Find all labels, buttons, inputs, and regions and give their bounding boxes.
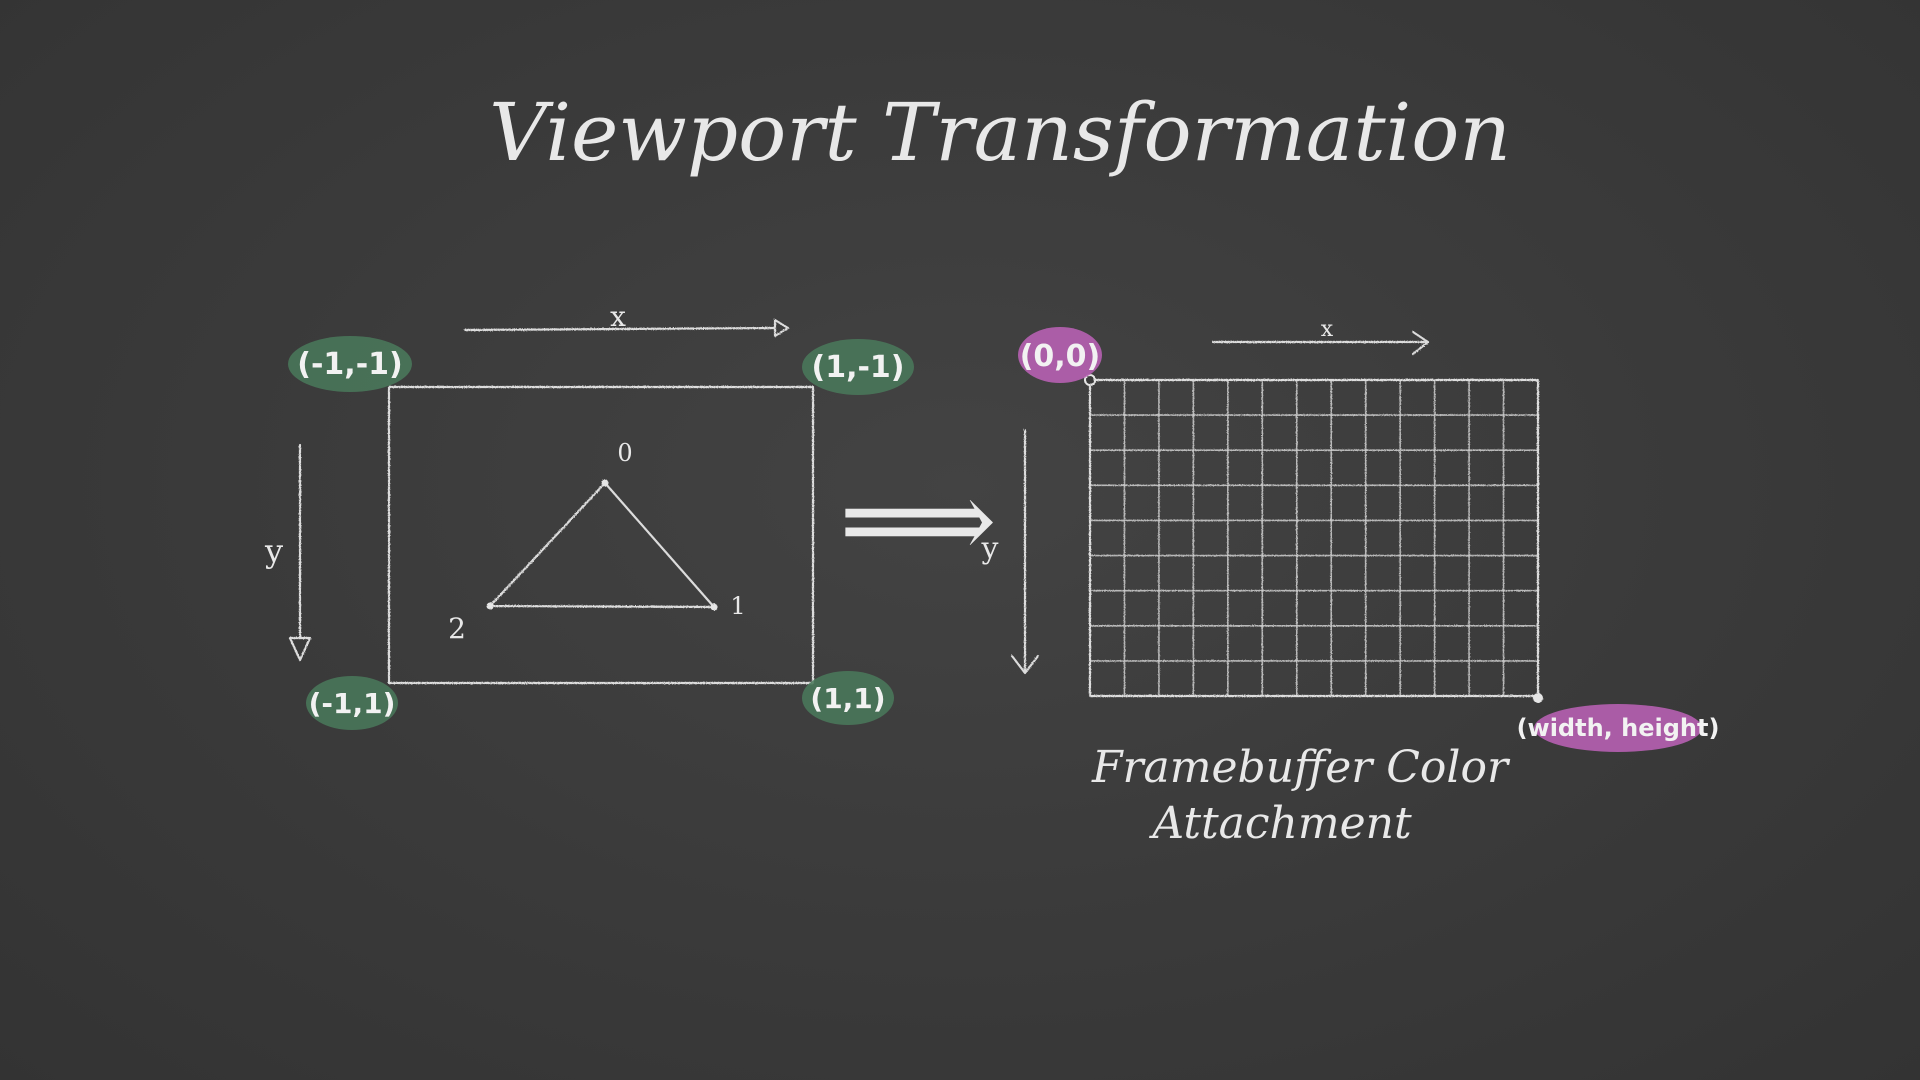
- ndc-rectangle: [387, 385, 815, 685]
- extent-label: (width, height): [1517, 714, 1720, 742]
- vertex-2-label: 2: [448, 612, 466, 645]
- ndc-diagram: [288, 318, 815, 685]
- corner-label-top-right: (1,-1): [811, 350, 904, 385]
- corner-badge-top-left: (-1,-1): [288, 336, 412, 392]
- corner-badge-bottom-left: (-1,1): [306, 676, 398, 730]
- extent-badge: (width, height): [1517, 704, 1720, 752]
- framebuffer-caption-line2: Attachment: [1148, 798, 1412, 849]
- vertex-0-label: 0: [617, 439, 632, 467]
- ndc-x-axis: [463, 326, 777, 332]
- framebuffer-y-label: y: [981, 531, 999, 566]
- origin-point: [1084, 374, 1096, 386]
- framebuffer-x-arrowhead-icon: [1411, 330, 1430, 356]
- framebuffer-border: [1088, 378, 1540, 698]
- ndc-x-arrowhead-icon: [773, 318, 790, 338]
- framebuffer-caption-line1: Framebuffer Color: [1091, 742, 1511, 793]
- vertex-1-point: [710, 603, 718, 611]
- triangle: [488, 481, 716, 609]
- origin-badge: (0,0): [1018, 327, 1102, 383]
- vertex-1-label: 1: [730, 592, 745, 620]
- framebuffer-grid: [1090, 380, 1538, 696]
- ndc-x-label: x: [610, 300, 626, 333]
- vertex-0-point: [601, 479, 609, 487]
- diagram-title: Viewport Transformation: [489, 86, 1511, 179]
- framebuffer-diagram: [1010, 330, 1543, 703]
- framebuffer-x-label: x: [1321, 317, 1334, 342]
- ndc-y-label: y: [264, 532, 283, 570]
- corner-label-bottom-left: (-1,1): [309, 687, 396, 720]
- vertex-2-point: [486, 602, 494, 610]
- origin-label: (0,0): [1020, 339, 1101, 374]
- extent-point: [1533, 693, 1543, 703]
- transform-arrow-icon: ⟹: [839, 456, 997, 584]
- corner-badge-top-right: (1,-1): [802, 339, 914, 395]
- framebuffer-y-arrowhead-icon: [1010, 654, 1040, 675]
- ndc-y-arrowhead-icon: [288, 636, 312, 662]
- corner-label-bottom-right: (1,1): [810, 682, 885, 715]
- corner-badge-bottom-right: (1,1): [802, 671, 894, 725]
- corner-label-top-left: (-1,-1): [297, 347, 402, 382]
